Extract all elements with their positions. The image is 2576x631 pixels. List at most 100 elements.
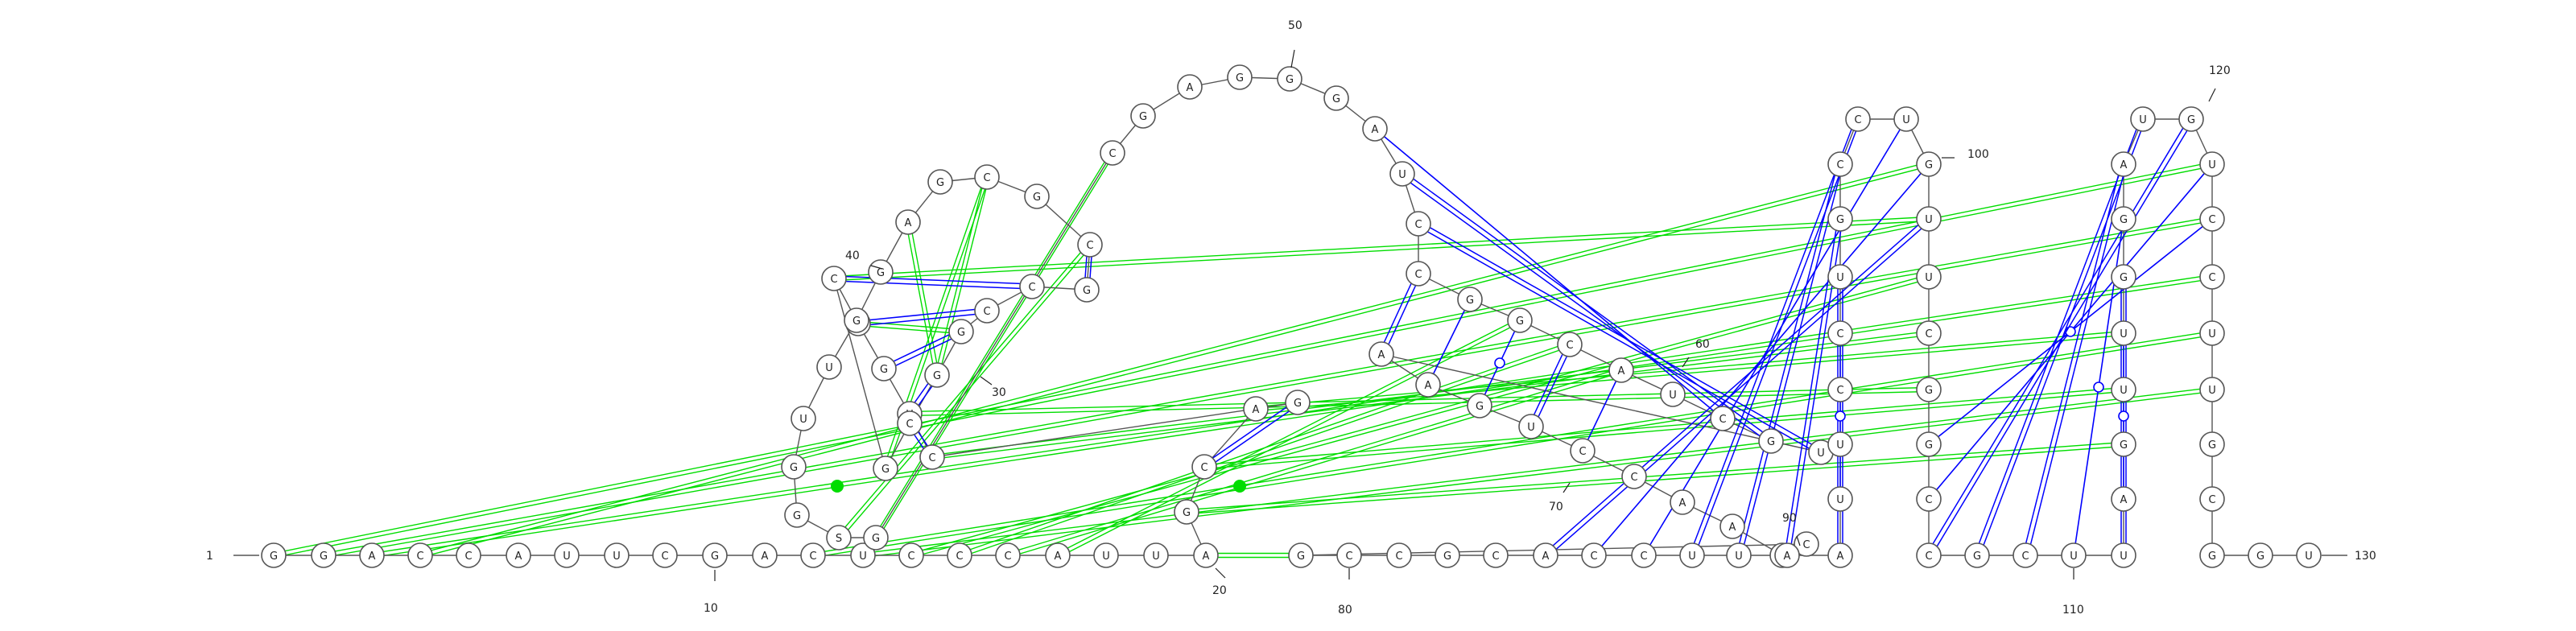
nucleotide: G bbox=[1227, 64, 1253, 90]
nucleotide: G bbox=[2111, 431, 2136, 457]
nucleotide: G bbox=[1916, 431, 1942, 457]
nucleotide-circle bbox=[1916, 206, 1942, 232]
nucleotide: G bbox=[924, 362, 950, 388]
nucleotide: C bbox=[1581, 542, 1607, 568]
nucleotide-letter: G bbox=[2187, 114, 2195, 126]
base-pair-line bbox=[1649, 129, 1901, 546]
nucleotide-circle bbox=[1457, 287, 1483, 312]
position-label: 80 bbox=[1338, 604, 1352, 617]
nucleotide-letter: U bbox=[2120, 385, 2128, 397]
base-pair-line bbox=[1410, 182, 1761, 437]
nucleotide: U bbox=[2111, 377, 2136, 402]
nucleotide-circle bbox=[1774, 542, 1800, 568]
nucleotide: U bbox=[1827, 486, 1853, 512]
nucleotide: A bbox=[1827, 542, 1853, 568]
position-tick bbox=[1215, 567, 1226, 579]
nucleotide: C bbox=[1916, 320, 1942, 346]
nucleotide-letter: G bbox=[1767, 436, 1775, 448]
nucleotide: U bbox=[1726, 542, 1752, 568]
nucleotide: U bbox=[2199, 377, 2225, 402]
tertiary-interaction-line bbox=[812, 330, 2212, 555]
nucleotide-letter: U bbox=[1669, 390, 1677, 402]
base-pair-line bbox=[2029, 176, 2124, 545]
backbone-layer bbox=[233, 76, 2347, 556]
nucleotide: C bbox=[407, 542, 433, 568]
nucleotide-letter: G bbox=[1925, 385, 1933, 397]
nucleotide: C bbox=[1827, 320, 1853, 346]
nucleotide-letter: G bbox=[1836, 214, 1844, 226]
nucleotide-circle bbox=[2199, 486, 2225, 512]
nucleotide-letter: G bbox=[2120, 439, 2128, 452]
nucleotide-letter: C bbox=[956, 551, 963, 563]
nucleotide: G bbox=[1174, 499, 1199, 525]
position-label: 90 bbox=[1782, 512, 1797, 525]
nucleotide-circle bbox=[2111, 206, 2136, 232]
nucleotide-letter: G bbox=[881, 464, 890, 476]
nucleotide: C bbox=[1406, 211, 1431, 237]
tertiary-interaction-line bbox=[1187, 445, 2124, 515]
position-tick bbox=[870, 265, 883, 270]
nucleotide-circle bbox=[1916, 320, 1942, 346]
tertiary-interaction-line bbox=[934, 176, 986, 375]
nucleotide-circle bbox=[2199, 264, 2225, 290]
nucleotide-circle bbox=[1916, 151, 1942, 177]
nucleotide-letter: U bbox=[1836, 272, 1844, 284]
nucleotide: U bbox=[1916, 206, 1942, 232]
nucleotide: C bbox=[974, 164, 1000, 190]
nucleotide: G bbox=[2178, 106, 2204, 132]
nucleotide-circle bbox=[1045, 542, 1071, 568]
position-label: 10 bbox=[704, 602, 718, 615]
nucleotide-circle bbox=[1916, 264, 1942, 290]
nucleotide-letter: G bbox=[1236, 72, 1244, 85]
base-pair-line bbox=[914, 434, 924, 449]
nucleotide-letter: C bbox=[830, 274, 837, 286]
nucleotide-letter: G bbox=[2120, 214, 2128, 226]
base-pair-line bbox=[1430, 227, 1812, 445]
nucleotide-circle bbox=[1660, 381, 1686, 407]
nucleotide-letter: G bbox=[2256, 551, 2264, 563]
nucleotide-circle bbox=[2199, 206, 2225, 232]
base-pair-line bbox=[1698, 130, 1857, 546]
nucleotide-circle bbox=[1827, 206, 1853, 232]
nucleotide-circle bbox=[1581, 542, 1607, 568]
nucleotide-circle bbox=[1285, 390, 1311, 415]
nucleotide-circle bbox=[506, 542, 531, 568]
tertiary-interaction-line bbox=[909, 386, 1929, 413]
nucleotide: G bbox=[2111, 264, 2136, 290]
nucleotide: A bbox=[895, 209, 921, 235]
backbone-segment bbox=[833, 278, 886, 469]
tertiary-interaction-line bbox=[372, 278, 2213, 559]
tertiary-interaction-line bbox=[833, 216, 1929, 278]
nucleotide-letter: C bbox=[2208, 494, 2215, 506]
nucleotide-circle bbox=[927, 169, 953, 195]
nucleotide-letter: G bbox=[933, 370, 941, 382]
base-pair-line bbox=[1413, 178, 1764, 433]
nucleotide-circle bbox=[781, 454, 807, 480]
tertiary-interaction-layer bbox=[273, 151, 2213, 559]
nucleotide: C bbox=[1570, 438, 1596, 464]
nucleotide: U bbox=[1143, 542, 1169, 568]
nucleotide-circle bbox=[2199, 377, 2225, 402]
nucleotide: U bbox=[2111, 320, 2136, 346]
nucleotide-circle bbox=[1916, 431, 1942, 457]
nucleotide: G bbox=[873, 456, 898, 481]
nucleotide: G bbox=[1074, 277, 1100, 303]
nucleotide-circle bbox=[1074, 277, 1100, 303]
nucleotide-letter: C bbox=[1566, 340, 1573, 352]
nucleotide-letter: G bbox=[2208, 439, 2216, 452]
tertiary-dot bbox=[1233, 480, 1246, 493]
wobble-pair-marker bbox=[2093, 381, 2104, 393]
base-pair-line bbox=[1384, 135, 1714, 412]
nucleotide-circle bbox=[1827, 151, 1853, 177]
nucleotide: G bbox=[311, 542, 336, 568]
nucleotide: G bbox=[868, 259, 894, 285]
nucleotide-circle bbox=[2111, 542, 2136, 568]
tertiary-interaction-line bbox=[274, 165, 2213, 559]
nucleotide-circle bbox=[1100, 140, 1125, 166]
nucleotide-letter: U bbox=[2120, 328, 2128, 340]
nucleotide-circle bbox=[1130, 103, 1156, 129]
nucleotide-circle bbox=[1679, 542, 1705, 568]
nucleotide-circle bbox=[1964, 542, 1990, 568]
nucleotide-circle bbox=[895, 209, 921, 235]
